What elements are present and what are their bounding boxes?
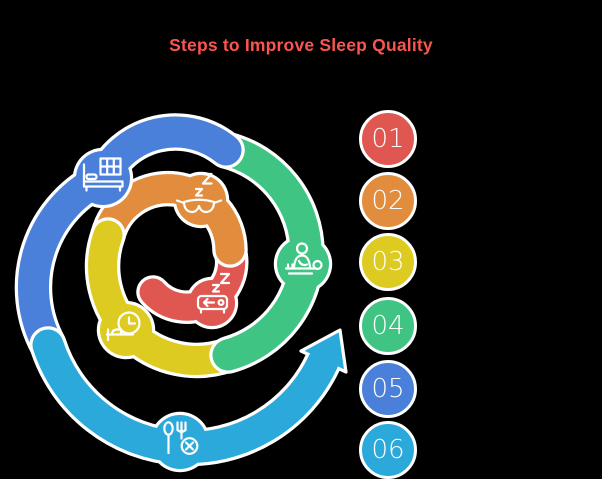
step-badge-1: 01 [359,110,417,168]
spiral-segment-6 [29,326,348,473]
step-badge-5: 05 [359,360,417,418]
bedtime-clock-icon [105,311,141,342]
step-badge-3: 03 [359,233,417,291]
relaxation-massage-icon [284,242,323,275]
spiral-segment-3 [84,217,246,379]
bedroom-bed-window-icon [82,157,124,192]
page-title: Steps to Improve Sleep Quality [169,35,433,55]
step-badge-4: 04 [359,297,417,355]
step-badge-6: 06 [359,421,417,479]
sleep-mask-icon [175,172,223,214]
step-badge-2: 02 [359,172,417,230]
spiral-segment-2 [90,170,248,268]
snooze-bed-icon [196,272,231,314]
spiral-segment-5 [14,113,245,364]
no-late-eating-icon [163,421,199,455]
spiral-segment-4 [207,131,333,374]
